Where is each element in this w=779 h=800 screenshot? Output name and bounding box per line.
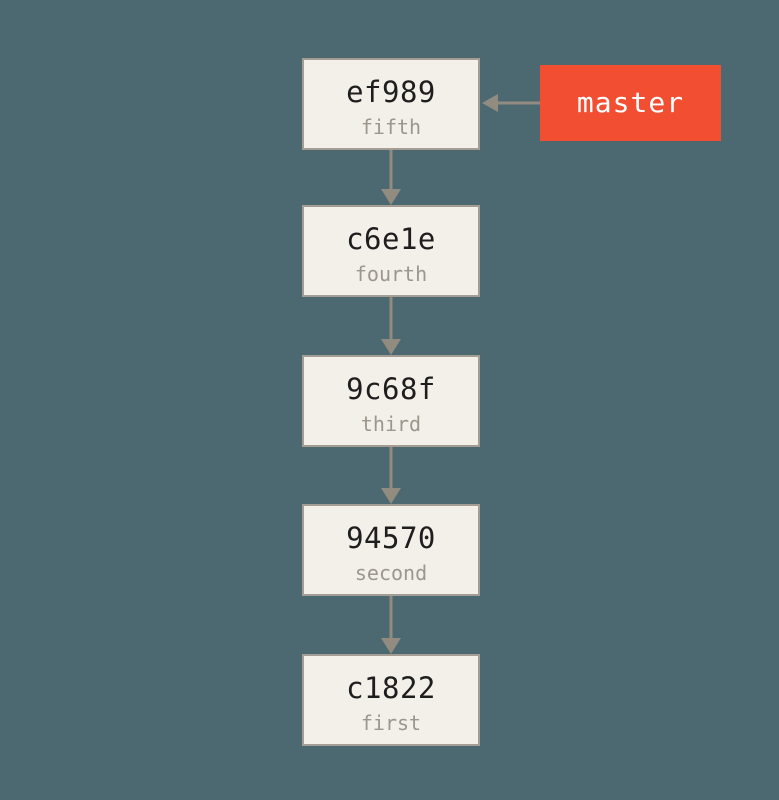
commit-message: fourth xyxy=(354,261,428,286)
edge-arrow-4 xyxy=(381,596,401,654)
commit-node-ef989: ef989 fifth xyxy=(302,58,480,150)
branch-name: master xyxy=(576,86,685,119)
commit-node-c1822: c1822 first xyxy=(302,654,480,746)
commit-node-c6e1e: c6e1e fourth xyxy=(302,205,480,297)
commit-message: second xyxy=(354,560,428,585)
branch-arrow xyxy=(482,94,540,112)
commit-message: first xyxy=(360,710,422,735)
commit-node-9c68f: 9c68f third xyxy=(302,355,480,447)
commit-message: fifth xyxy=(360,114,422,139)
commit-hash: ef989 xyxy=(346,74,436,109)
commit-node-94570: 94570 second xyxy=(302,504,480,596)
edge-arrow-3 xyxy=(381,447,401,504)
edge-arrow-1 xyxy=(381,150,401,205)
commit-hash: 9c68f xyxy=(346,371,436,406)
commit-hash: c1822 xyxy=(346,670,436,705)
branch-label-master: master xyxy=(540,65,721,141)
commit-hash: 94570 xyxy=(346,520,436,555)
commit-hash: c6e1e xyxy=(346,221,436,256)
edge-arrow-2 xyxy=(381,297,401,355)
commit-message: third xyxy=(360,411,422,436)
